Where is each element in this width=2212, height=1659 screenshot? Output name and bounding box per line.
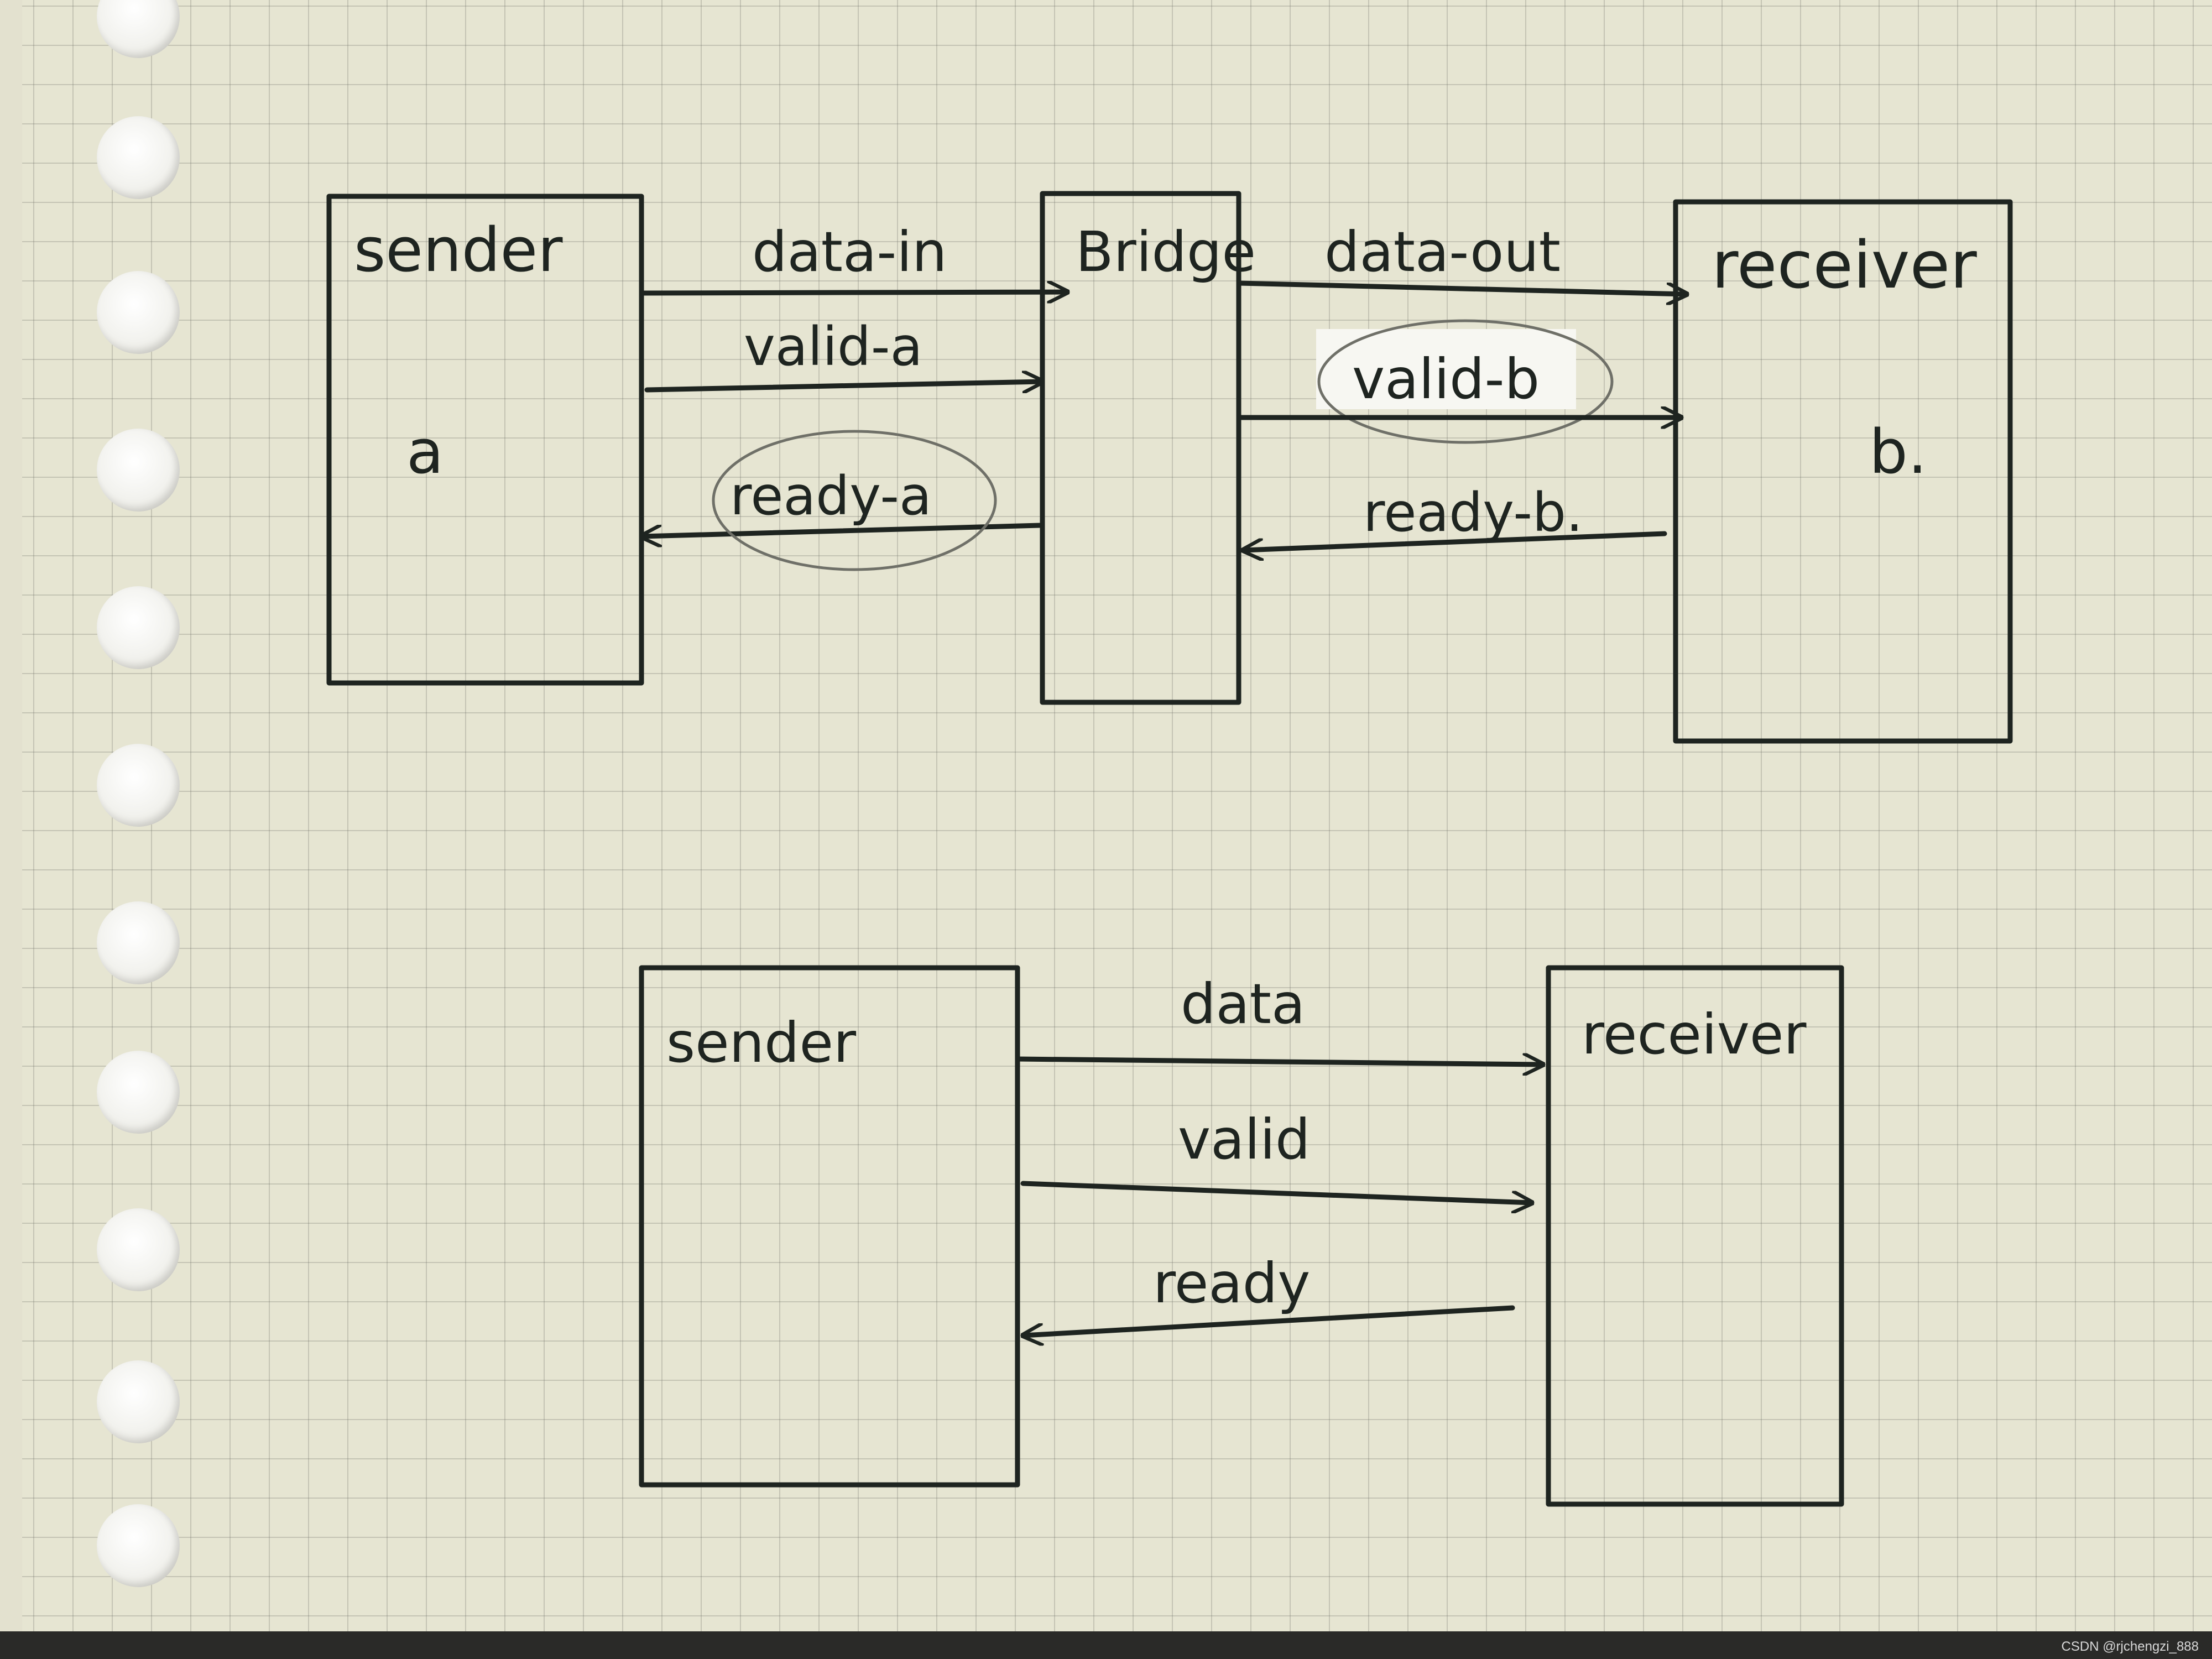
binder-hole bbox=[97, 1360, 180, 1443]
binder-hole bbox=[97, 1504, 180, 1587]
ready-arrow bbox=[1023, 1305, 1515, 1335]
ready-a-arrow bbox=[641, 523, 1042, 536]
receiver-label-b: b. bbox=[1869, 416, 1927, 487]
valid-b-circle bbox=[1317, 319, 1614, 444]
receiver-title-top: receiver bbox=[1712, 227, 1977, 303]
valid-a-label: valid-a bbox=[744, 316, 922, 378]
data-out-arrow bbox=[1236, 280, 1687, 294]
data-in-arrow bbox=[641, 292, 1070, 293]
data-in-label: data-in bbox=[752, 220, 947, 284]
binder-hole bbox=[97, 744, 180, 827]
binder-hole bbox=[97, 1208, 180, 1291]
ready-a-circle bbox=[712, 430, 997, 571]
valid-a-arrow bbox=[644, 382, 1045, 390]
top-diagram: sender a Bridge receiver b. data-in vali… bbox=[326, 191, 2013, 744]
sender-label-a: a bbox=[406, 416, 444, 487]
binder-hole bbox=[97, 116, 180, 199]
sender-block-top bbox=[326, 194, 644, 686]
binder-hole bbox=[97, 1051, 180, 1134]
data-out-label: data-out bbox=[1324, 220, 1561, 284]
binder-hole bbox=[97, 429, 180, 512]
bottom-diagram: sender receiver data valid ready bbox=[639, 965, 1844, 1507]
sender-block-bottom bbox=[639, 965, 1020, 1488]
bridge-title: Bridge bbox=[1076, 220, 1256, 284]
valid-label: valid bbox=[1178, 1107, 1311, 1172]
desk-edge bbox=[0, 1631, 2212, 1659]
sender-title-top: sender bbox=[354, 215, 563, 285]
sender-title-bottom: sender bbox=[666, 1010, 857, 1075]
bridge-block bbox=[1040, 191, 1241, 705]
ready-label: ready bbox=[1153, 1251, 1310, 1316]
data-label: data bbox=[1181, 972, 1305, 1036]
valid-b-highlight bbox=[1316, 329, 1576, 409]
binder-hole bbox=[97, 901, 180, 984]
receiver-title-bottom: receiver bbox=[1582, 1002, 1807, 1067]
receiver-block-bottom bbox=[1546, 965, 1844, 1507]
binder-hole bbox=[97, 271, 180, 354]
ready-b-arrow bbox=[1243, 531, 1667, 550]
data-arrow bbox=[1015, 1059, 1546, 1065]
ready-a-label: ready-a bbox=[730, 465, 932, 527]
valid-b-label: valid-b bbox=[1352, 347, 1540, 411]
graph-paper bbox=[22, 0, 2212, 1631]
ready-b-label: ready-b. bbox=[1363, 482, 1583, 544]
binder-hole bbox=[97, 586, 180, 669]
receiver-block-top bbox=[1673, 199, 2013, 744]
valid-arrow bbox=[1020, 1181, 1532, 1203]
watermark: CSDN @rjchengzi_888 bbox=[2061, 1639, 2199, 1654]
